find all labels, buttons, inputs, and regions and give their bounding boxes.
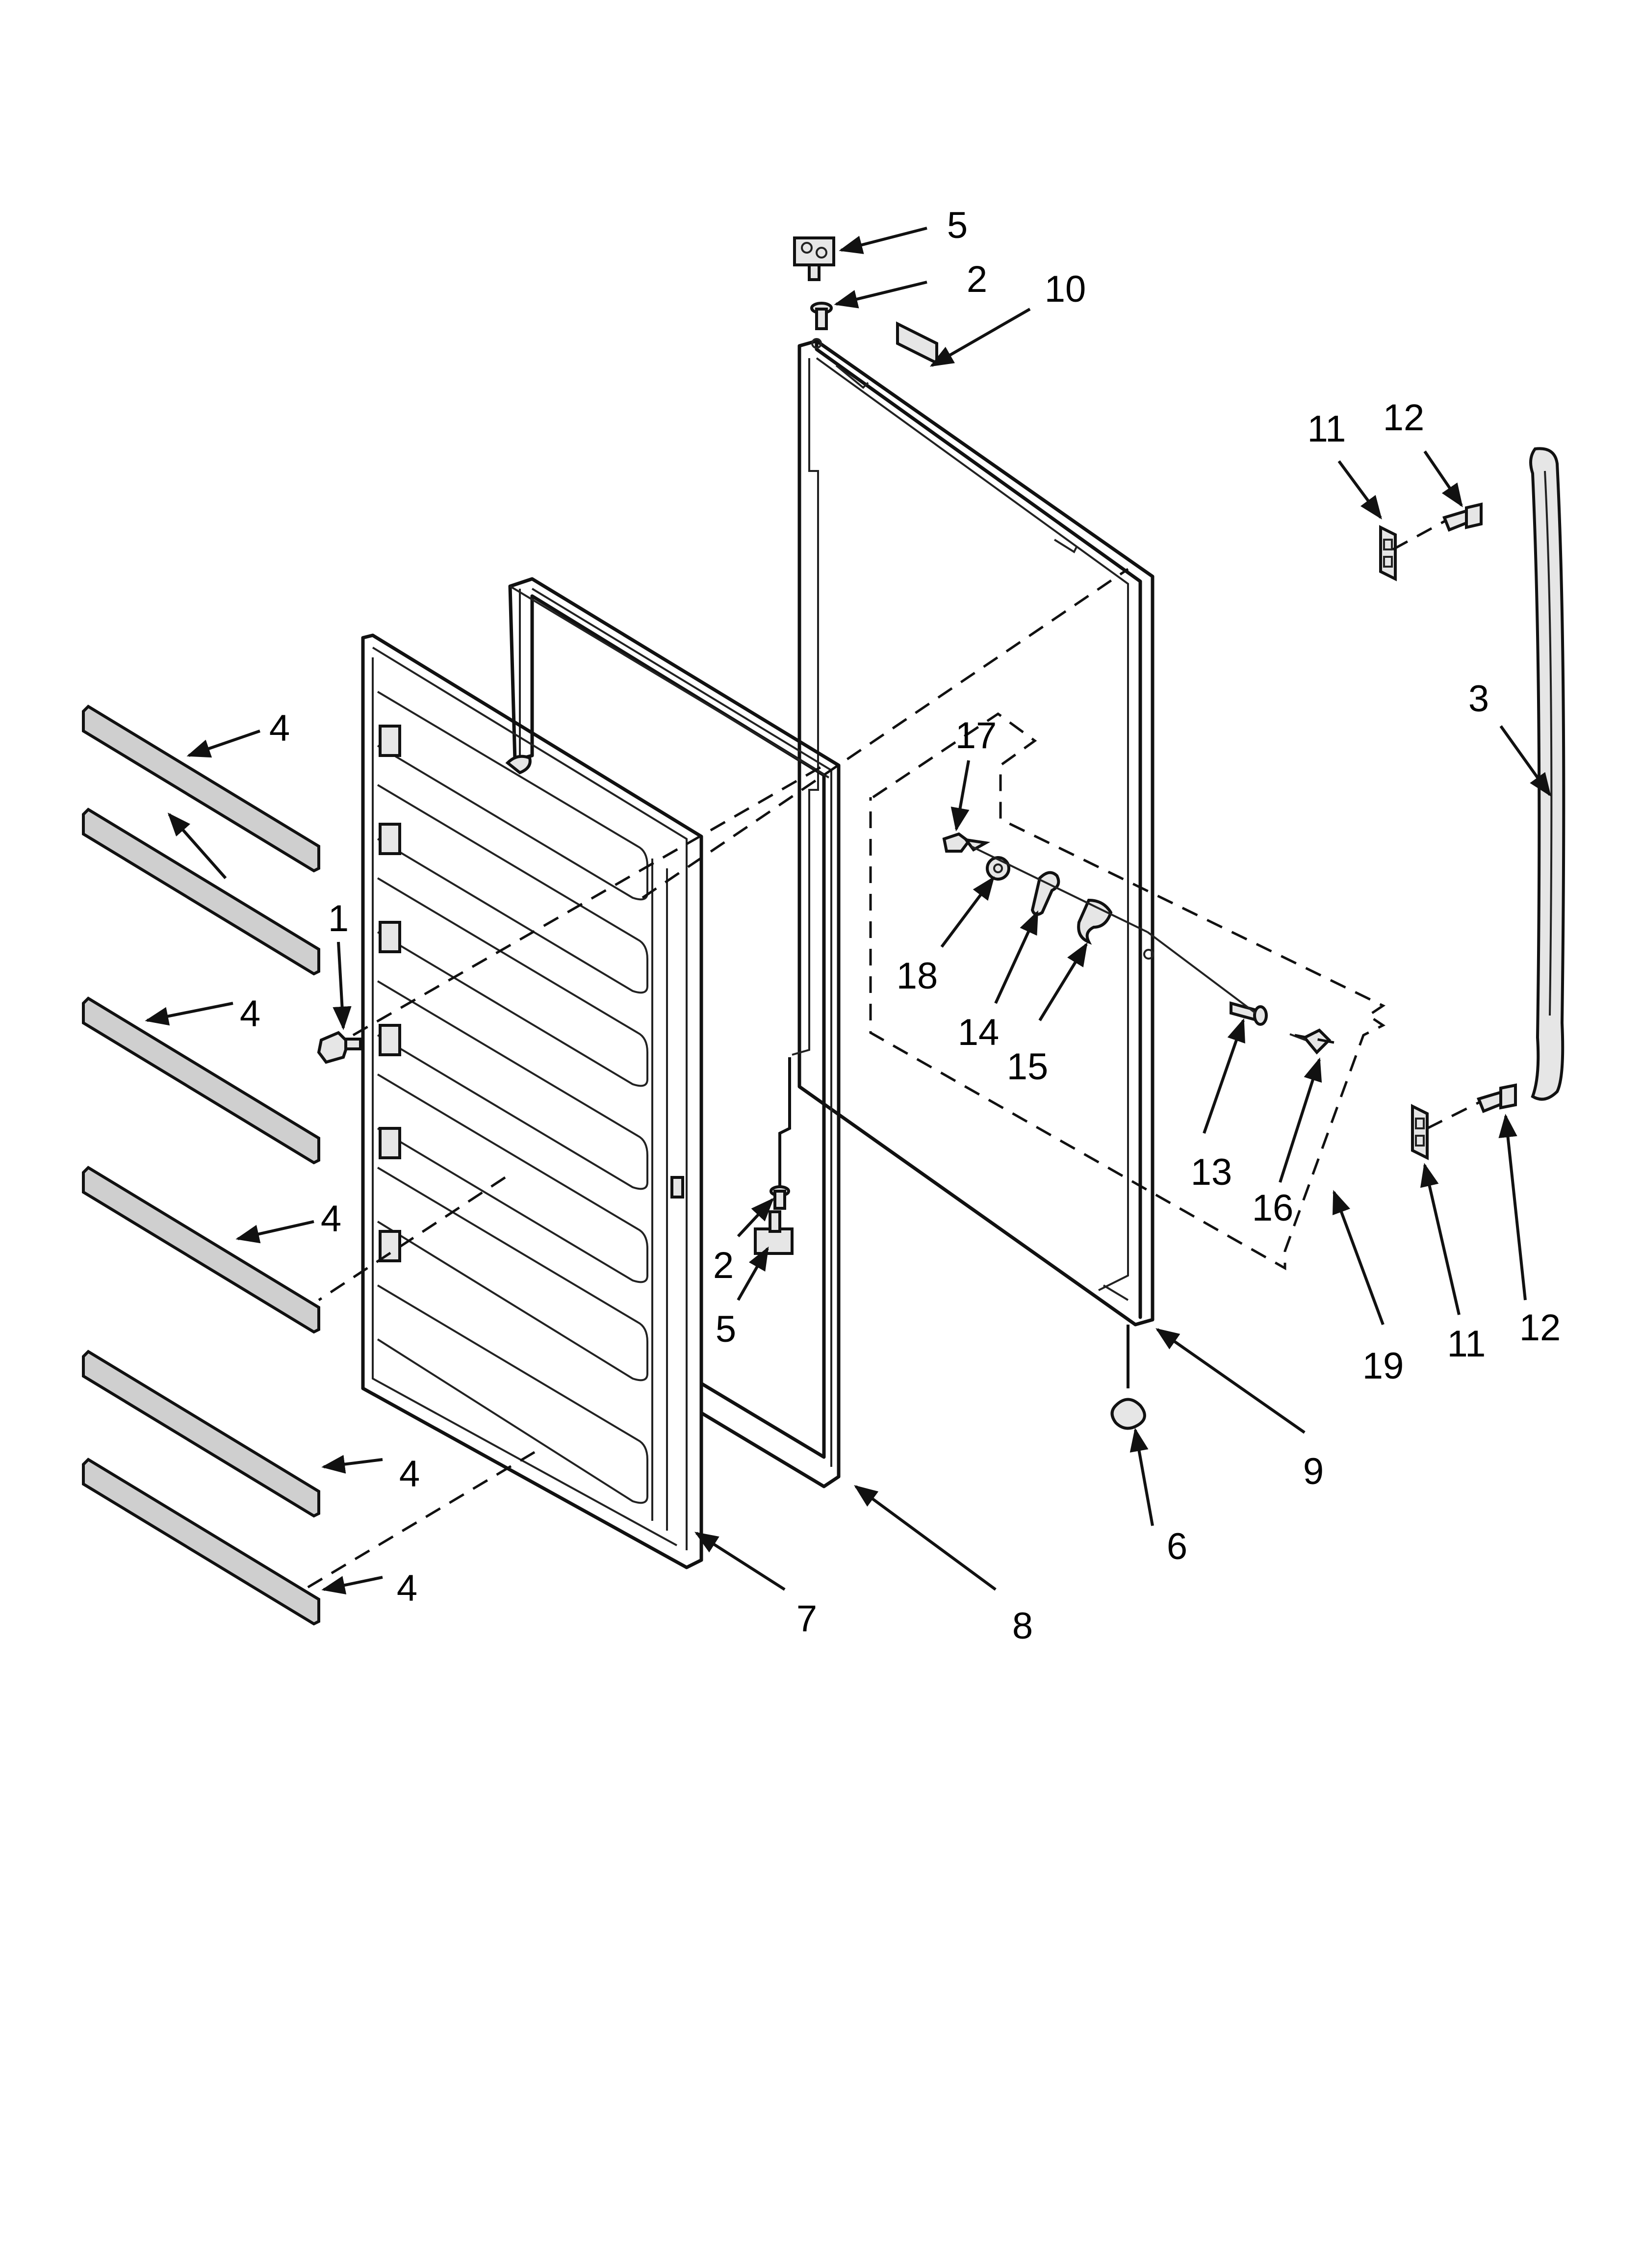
lock-cylinder <box>1230 1001 1268 1026</box>
callout-19: 19 <box>1362 1345 1404 1387</box>
door-label <box>896 321 938 365</box>
callout-2-top: 2 <box>967 259 987 300</box>
callout-7: 7 <box>796 1598 817 1640</box>
hinge-bracket-top <box>793 236 835 281</box>
callout-5-top: 5 <box>947 205 968 246</box>
key <box>1289 1028 1332 1055</box>
hinge-bracket-bottom <box>754 1210 794 1255</box>
callout-11-top: 11 <box>1308 408 1346 450</box>
lock-screw <box>942 832 991 853</box>
callout-9: 9 <box>1303 1451 1324 1492</box>
shelf-trim-strips <box>82 704 320 1626</box>
callout-5-bottom: 5 <box>716 1308 736 1350</box>
callout-15: 15 <box>1007 1046 1049 1088</box>
callout-4-c: 4 <box>321 1198 341 1240</box>
callout-18: 18 <box>897 955 938 997</box>
callout-13: 13 <box>1191 1151 1232 1193</box>
handle-mount-clip-top <box>1379 525 1397 581</box>
callout-4-b: 4 <box>240 993 260 1035</box>
callout-3: 3 <box>1468 678 1489 720</box>
callout-16: 16 <box>1252 1187 1294 1229</box>
callout-12-bottom: 12 <box>1519 1307 1561 1349</box>
hinge-pin-top <box>810 302 833 330</box>
callout-1: 1 <box>328 898 349 939</box>
assembly-lines <box>303 519 1482 1591</box>
door-gasket <box>505 577 841 1488</box>
leader-arrows <box>145 227 1551 1594</box>
callout-17: 17 <box>955 715 997 756</box>
callout-8: 8 <box>1012 1605 1033 1647</box>
callout-11-bottom: 11 <box>1447 1323 1486 1365</box>
callout-10: 10 <box>1045 268 1086 310</box>
callout-6: 6 <box>1167 1526 1187 1567</box>
callout-14: 14 <box>958 1012 1000 1053</box>
door-stop <box>1110 1398 1146 1430</box>
callout-labels: 5 2 10 11 12 3 17 4 1 4 18 14 15 13 16 4… <box>240 205 1561 1647</box>
callout-12-top: 12 <box>1383 397 1425 439</box>
callout-4-e: 4 <box>397 1567 417 1609</box>
callout-4-a: 4 <box>269 707 290 749</box>
hinge-pin-bottom <box>770 1185 790 1210</box>
outer-door-panel <box>792 338 1155 1327</box>
handle-screw-top <box>1442 502 1483 532</box>
callout-2-bottom: 2 <box>713 1245 734 1286</box>
handle-mount-clip-bottom <box>1411 1104 1429 1160</box>
door-liner <box>361 633 703 1569</box>
washer <box>986 856 1010 881</box>
door-screw <box>317 1031 362 1064</box>
handle-screw-bottom <box>1476 1083 1517 1113</box>
callout-4-d: 4 <box>399 1453 420 1495</box>
